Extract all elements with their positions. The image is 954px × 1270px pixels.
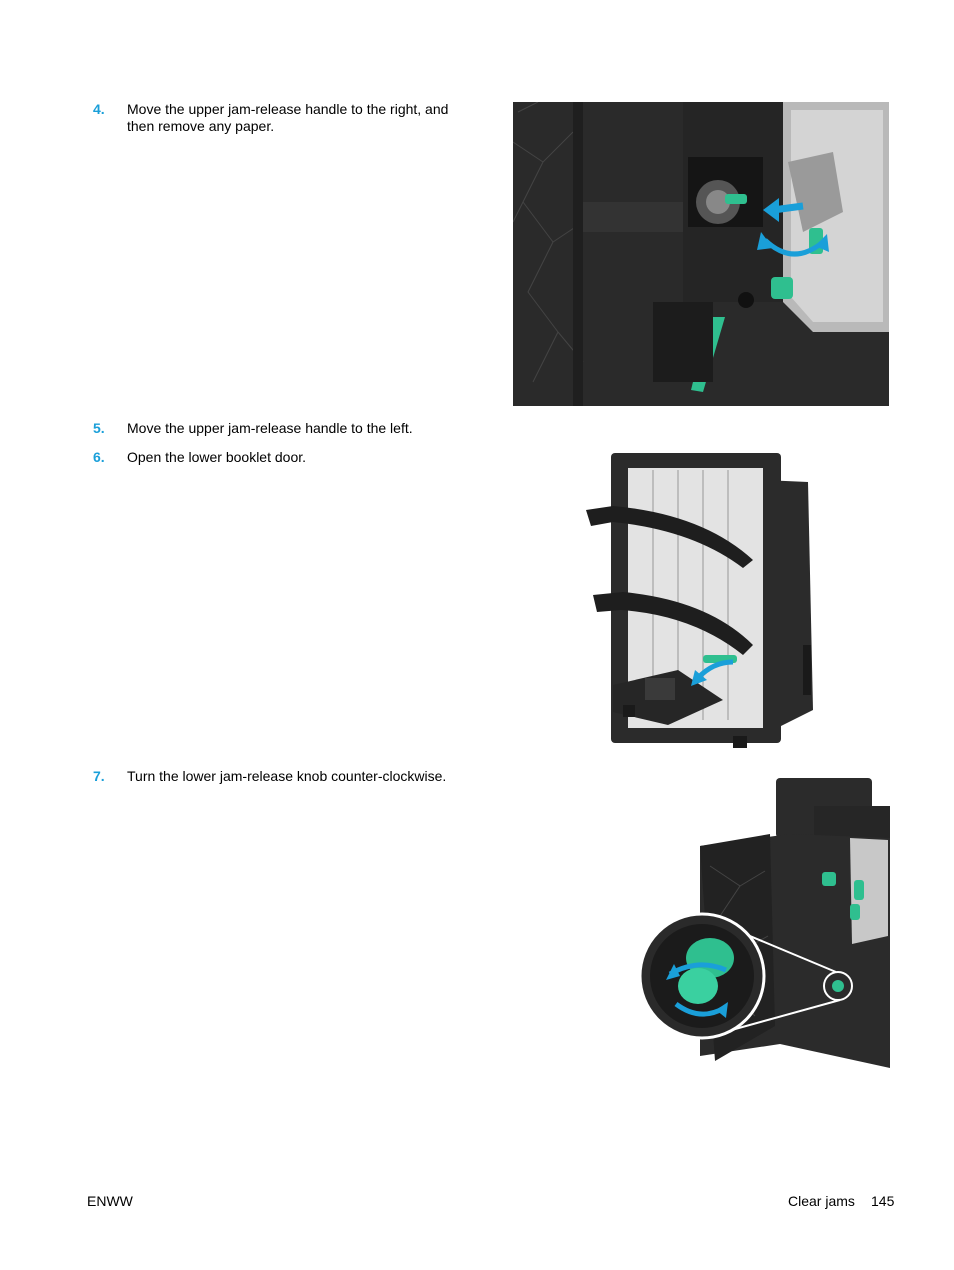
- footer-left: ENWW: [87, 1193, 133, 1209]
- step-number: 7.: [93, 768, 105, 784]
- step-number: 5.: [93, 420, 105, 436]
- footer-section: Clear jams: [788, 1193, 855, 1209]
- step-text: Turn the lower jam-release knob counter-…: [127, 768, 447, 784]
- step-number: 6.: [93, 449, 105, 465]
- footer-page-number: 145: [871, 1193, 895, 1209]
- upper-jam-release-handle-illustration: [513, 102, 889, 406]
- step-number: 4.: [93, 101, 105, 117]
- step-text: Open the lower booklet door.: [127, 449, 307, 465]
- booklet-door-illustration: [586, 453, 813, 748]
- step-text: Move the upper jam-release handle to the…: [127, 420, 413, 436]
- lower-jam-release-knob-illustration: [640, 778, 890, 1068]
- step-text: Move the upper jam-release handle to the…: [127, 101, 449, 134]
